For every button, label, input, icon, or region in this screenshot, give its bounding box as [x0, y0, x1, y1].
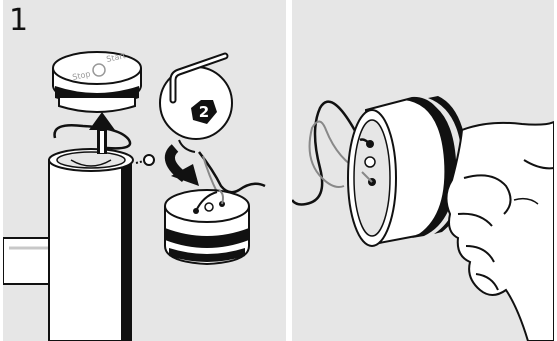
faucet-body: [48, 148, 134, 341]
up-arrow-icon: [89, 112, 115, 154]
callout-number: 2: [199, 103, 209, 121]
cap-label-start: Start: [106, 51, 127, 64]
cable-grey: [202, 155, 218, 193]
callout-badge: 2: [191, 100, 217, 124]
cable-loop: [53, 124, 132, 150]
curved-arrow-icon: [164, 144, 199, 186]
electronics-cap-front: [347, 96, 469, 247]
step-number: 1: [9, 3, 29, 38]
start-stop-cap: Start Stop: [52, 51, 142, 113]
left-illustration: Start Stop: [3, 51, 266, 341]
right-illustration: [292, 96, 554, 341]
screw-icon: [135, 154, 155, 166]
electronics-cap: [164, 189, 250, 266]
left-panel: 1: [3, 0, 286, 341]
cap-label-stop: Stop: [72, 69, 92, 82]
hex-key-icon: [169, 52, 229, 104]
hex-key-callout: 2: [159, 52, 233, 153]
cable-black: [292, 100, 362, 206]
hand-illustration: [445, 120, 554, 341]
cable-grey: [308, 120, 363, 188]
right-panel: [292, 0, 554, 341]
